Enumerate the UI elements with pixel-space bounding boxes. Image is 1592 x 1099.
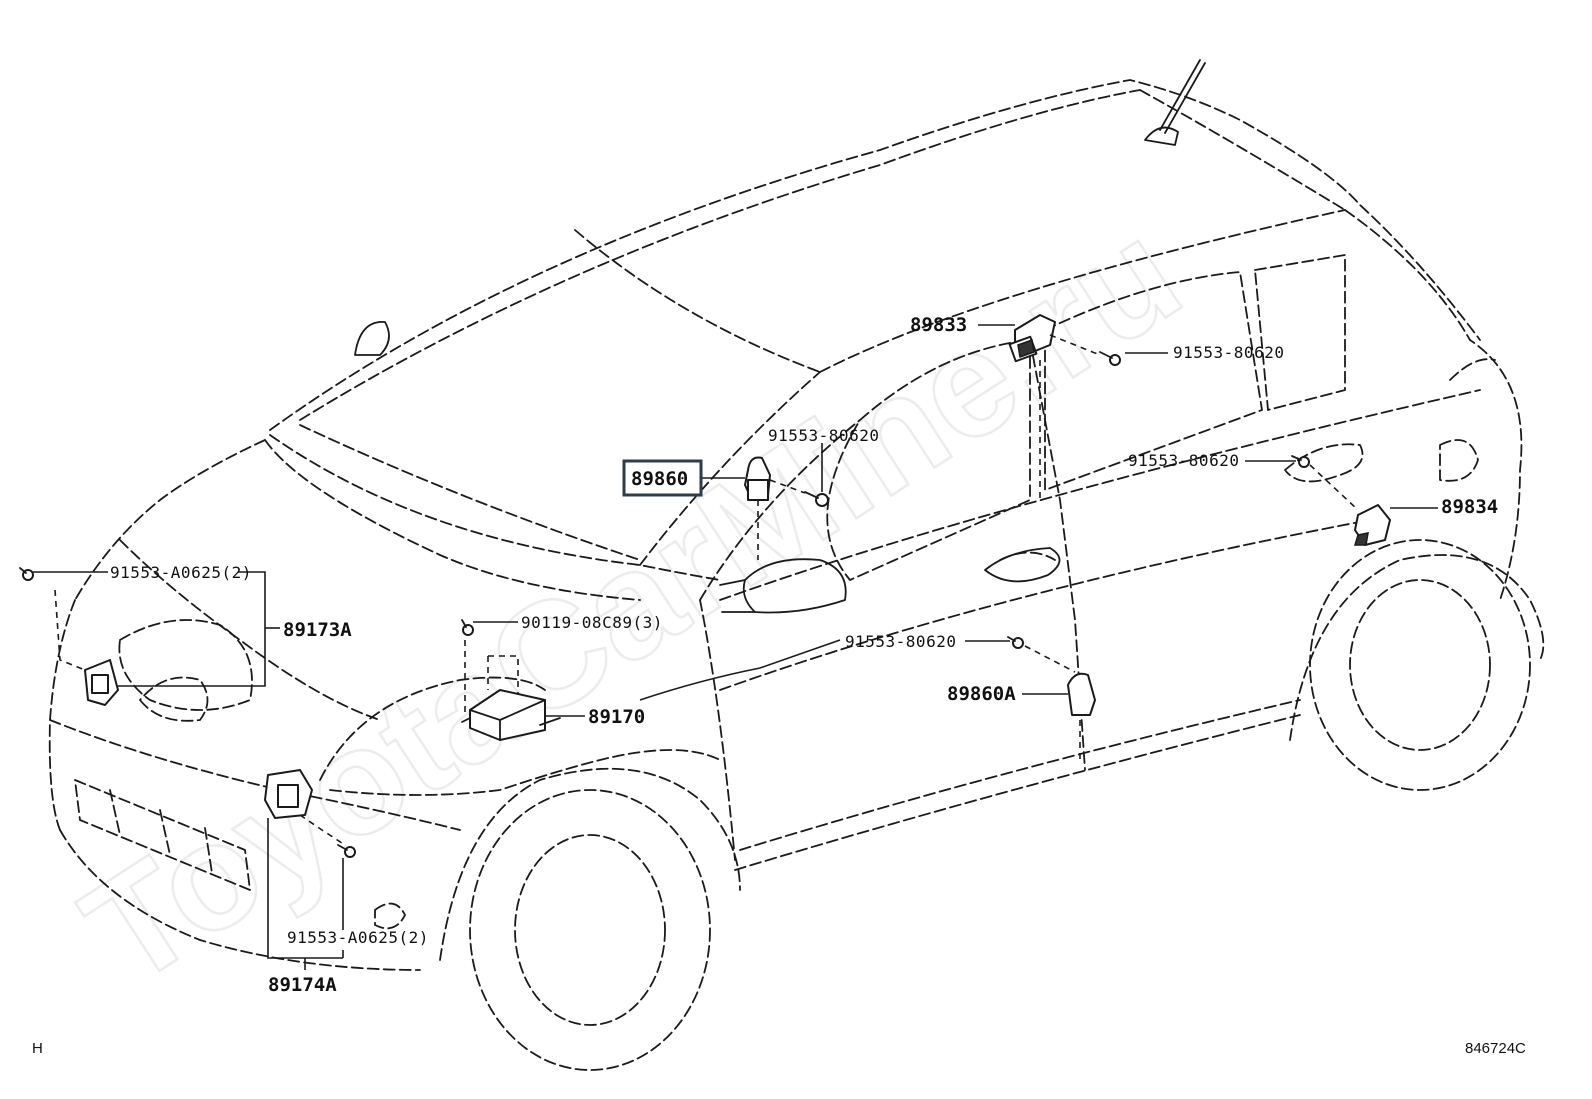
label-91553-80620-b[interactable]: 91553-80620 (768, 426, 879, 445)
label-91553-80620-d[interactable]: 91553-80620 (845, 632, 956, 651)
bolt-91553-80620-b[interactable] (804, 491, 829, 507)
label-89834[interactable]: 89834 (1441, 496, 1498, 518)
label-91553-a0625-a[interactable]: 91553-A0625(2) (110, 563, 252, 582)
bolt-91553-80620-a[interactable] (1099, 351, 1121, 366)
sensor-89174a[interactable] (264, 769, 313, 819)
highlight-box-89860 (622, 459, 703, 497)
illustration-number: 846724C (1465, 1040, 1526, 1057)
label-89833[interactable]: 89833 (910, 314, 967, 336)
sensor-89860[interactable] (744, 456, 771, 501)
label-91553-80620-c[interactable]: 91553-80620 (1128, 451, 1239, 470)
label-89860a[interactable]: 89860A (947, 683, 1016, 705)
callout-labels: 89833 91553-80620 91553-80620 91553-8062… (32, 314, 1526, 1057)
leader-lines (33, 324, 1438, 970)
corner-code-left: H (32, 1040, 43, 1057)
bolt-91553-a0625-b[interactable] (337, 844, 356, 858)
bolt-90119-08c89[interactable] (461, 619, 474, 636)
bolt-91553-80620-d[interactable] (1007, 636, 1024, 649)
watermark-text: ToyotaCarMine.ru (56, 188, 1208, 1017)
label-90119-08c89[interactable]: 90119-08C89(3) (521, 613, 663, 632)
airbag-ecu-89170[interactable] (461, 689, 561, 741)
sensor-89833[interactable] (1008, 314, 1056, 363)
label-89170[interactable]: 89170 (588, 706, 645, 728)
label-89860[interactable]: 89860 (631, 468, 688, 490)
car-body-outline (48, 59, 1545, 1071)
label-91553-a0625-b[interactable]: 91553-A0625(2) (287, 928, 429, 947)
sensor-89834[interactable] (1353, 504, 1391, 546)
sensor-89173a[interactable] (84, 659, 119, 706)
label-89173a[interactable]: 89173A (283, 619, 352, 641)
bolt-91553-a0625-a[interactable] (19, 567, 34, 581)
bolt-91553-80620-c[interactable] (1291, 455, 1310, 468)
label-91553-80620-a[interactable]: 91553-80620 (1173, 343, 1284, 362)
sensor-89860a[interactable] (1067, 672, 1096, 716)
label-89174a[interactable]: 89174A (268, 974, 337, 996)
